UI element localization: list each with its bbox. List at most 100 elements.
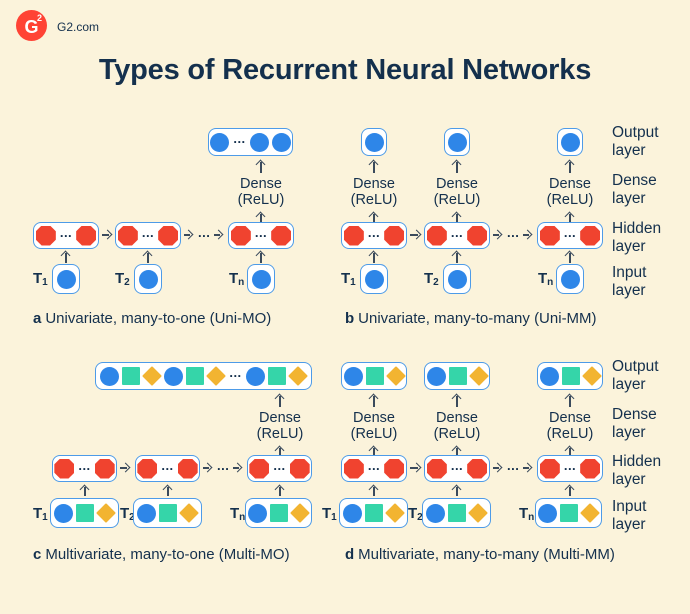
input-box bbox=[52, 264, 80, 294]
layer-label-hidden: Hidden layer bbox=[612, 220, 662, 256]
feature-square-icon bbox=[560, 504, 578, 522]
feature-diamond-icon bbox=[385, 503, 405, 523]
hidden-state-box: ... bbox=[537, 455, 603, 482]
input-node-icon bbox=[251, 269, 271, 289]
time-step-label-t2: T2 bbox=[120, 505, 135, 523]
input-node-icon bbox=[343, 503, 362, 523]
node-ellipsis: ... bbox=[273, 457, 286, 473]
hidden-node-icon bbox=[467, 225, 488, 246]
output-box-d bbox=[341, 362, 407, 390]
feature-diamond-icon bbox=[581, 366, 602, 386]
dense-relu-label: Dense (ReLU) bbox=[240, 410, 320, 442]
output-node-icon bbox=[426, 366, 446, 386]
layer-label-hidden: Hidden layer bbox=[612, 453, 662, 489]
up-arrow-icon bbox=[260, 162, 262, 173]
relu-text: (ReLU) bbox=[350, 192, 398, 209]
up-arrow-icon bbox=[569, 448, 571, 455]
relu-text: (ReLU) bbox=[546, 192, 594, 209]
relu-text: (ReLU) bbox=[256, 426, 304, 443]
output-node-icon bbox=[245, 366, 265, 386]
up-arrow-icon bbox=[167, 487, 169, 496]
up-arrow-icon bbox=[260, 253, 262, 263]
output-node-icon bbox=[271, 132, 291, 152]
node-ellipsis: ... bbox=[254, 224, 268, 240]
dense-text: Dense bbox=[240, 176, 282, 192]
feature-square-icon bbox=[76, 504, 94, 522]
hidden-node-icon bbox=[76, 225, 97, 246]
input-node-icon bbox=[560, 269, 580, 289]
dense-text: Dense bbox=[436, 176, 478, 192]
relu-text: (ReLU) bbox=[433, 192, 481, 209]
input-box-multivariate bbox=[50, 498, 119, 528]
layer-label-output: Output layer bbox=[612, 358, 659, 394]
feature-diamond-icon bbox=[468, 366, 489, 386]
hidden-node-icon bbox=[94, 458, 115, 479]
right-arrow-icon bbox=[233, 467, 239, 469]
up-arrow-icon bbox=[569, 487, 571, 496]
link-ellipsis: ... bbox=[507, 225, 520, 240]
hidden-node-icon bbox=[426, 225, 447, 246]
dense-relu-label: Dense (ReLU) bbox=[530, 176, 610, 208]
input-box bbox=[360, 264, 388, 294]
right-arrow-icon bbox=[184, 234, 190, 236]
feature-diamond-icon bbox=[468, 503, 488, 523]
relu-text: (ReLU) bbox=[433, 426, 481, 443]
logo-superscript: 2 bbox=[36, 13, 42, 23]
dense-relu-label: Dense (ReLU) bbox=[334, 176, 414, 208]
feature-square-icon bbox=[159, 504, 177, 522]
output-node-icon bbox=[249, 132, 269, 152]
output-node-icon bbox=[560, 132, 580, 152]
feature-diamond-icon bbox=[179, 503, 199, 523]
up-arrow-icon bbox=[279, 396, 281, 407]
g2-logo-icon: G 2 bbox=[16, 10, 47, 41]
up-arrow-icon bbox=[456, 396, 458, 407]
node-ellipsis: ... bbox=[233, 131, 246, 146]
dense-relu-label: Dense (ReLU) bbox=[221, 176, 301, 208]
output-box-b bbox=[444, 128, 470, 156]
hidden-node-icon bbox=[230, 225, 251, 246]
hidden-node-icon bbox=[35, 225, 56, 246]
up-arrow-icon bbox=[279, 487, 281, 496]
input-box-multivariate bbox=[535, 498, 602, 528]
hidden-state-box: ... bbox=[52, 455, 117, 482]
feature-square-icon bbox=[122, 367, 141, 385]
input-node-icon bbox=[248, 503, 267, 523]
feature-diamond-icon bbox=[385, 366, 406, 386]
input-box bbox=[443, 264, 471, 294]
up-arrow-icon bbox=[456, 162, 458, 173]
hidden-state-box: ... bbox=[341, 222, 407, 249]
input-node-icon bbox=[138, 269, 158, 289]
hidden-node-icon bbox=[467, 458, 488, 479]
node-ellipsis: ... bbox=[450, 457, 464, 473]
right-arrow-icon bbox=[523, 234, 529, 236]
feature-square-icon bbox=[365, 367, 384, 385]
dense-relu-label: Dense (ReLU) bbox=[417, 410, 497, 442]
feature-diamond-icon bbox=[96, 503, 116, 523]
relu-text: (ReLU) bbox=[237, 192, 285, 209]
output-node-icon bbox=[343, 366, 363, 386]
node-ellipsis: ... bbox=[59, 224, 73, 240]
up-arrow-icon bbox=[373, 162, 375, 173]
layer-label-output: Output layer bbox=[612, 124, 659, 160]
hidden-node-icon bbox=[158, 225, 179, 246]
input-node-icon bbox=[364, 269, 384, 289]
output-box-b bbox=[557, 128, 583, 156]
feature-square-icon bbox=[365, 504, 383, 522]
node-ellipsis: ... bbox=[229, 365, 242, 380]
layer-label-dense: Dense layer bbox=[612, 406, 657, 442]
feature-diamond-icon bbox=[206, 366, 227, 386]
up-arrow-icon bbox=[65, 253, 67, 263]
hidden-node-icon bbox=[177, 458, 198, 479]
time-step-label-t1: T1 bbox=[33, 270, 48, 288]
page-title: Types of Recurrent Neural Networks bbox=[98, 54, 592, 86]
input-box bbox=[247, 264, 275, 294]
hidden-node-icon bbox=[343, 458, 364, 479]
input-box-multivariate bbox=[245, 498, 312, 528]
hidden-state-box: ... bbox=[424, 455, 490, 482]
input-box bbox=[134, 264, 162, 294]
up-arrow-icon bbox=[456, 448, 458, 455]
link-ellipsis: ... bbox=[217, 458, 230, 473]
